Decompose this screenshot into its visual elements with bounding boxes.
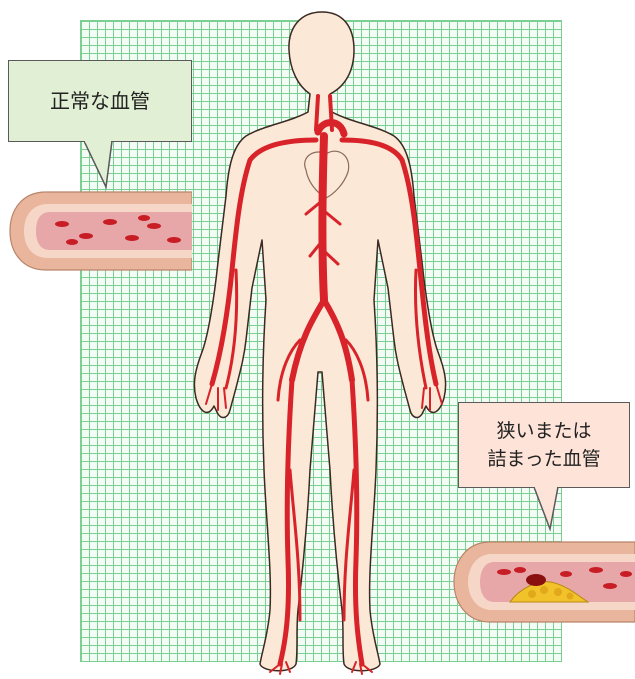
callout-narrowed-vessel: 狭いまたは 詰まった血管 bbox=[458, 402, 630, 488]
callout-normal-label: 正常な血管 bbox=[50, 86, 150, 116]
callout-normal-vessel: 正常な血管 bbox=[8, 60, 192, 142]
callout-narrowed-line1: 狭いまたは bbox=[487, 417, 600, 446]
callout-normal-tail bbox=[84, 141, 124, 191]
callout-narrowed-line2: 詰まった血管 bbox=[487, 445, 600, 474]
narrowed-vessel-cross-section bbox=[450, 540, 635, 624]
normal-vessel-cross-section bbox=[6, 190, 192, 272]
callout-narrowed-tail bbox=[530, 487, 570, 533]
